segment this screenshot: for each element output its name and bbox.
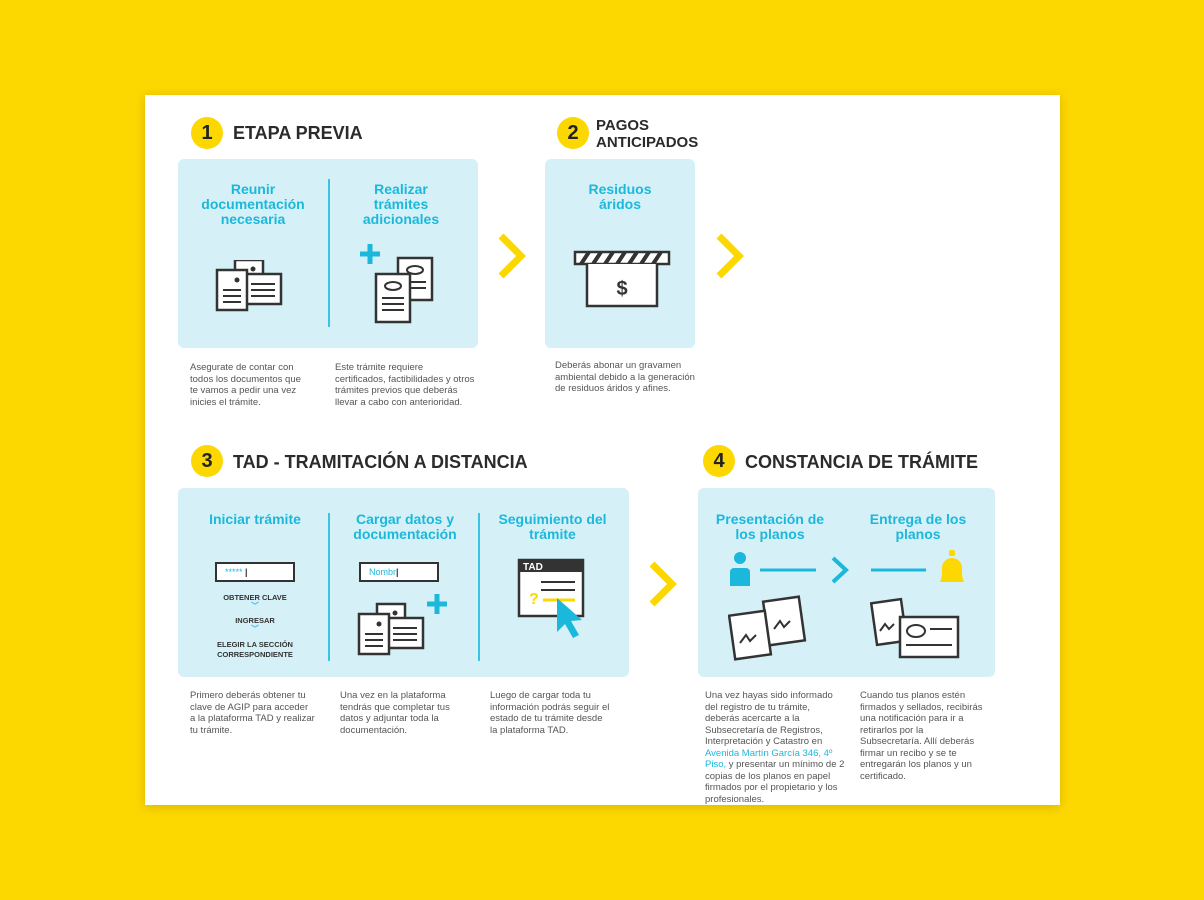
name-value: Nombr: [369, 567, 397, 577]
bell-icon: [940, 558, 964, 582]
substep-obtener-clave: OBTENER CLAVE: [223, 593, 287, 602]
upload-documents-icon: [357, 594, 447, 656]
description-text: Una vez hayas sido informado del registr…: [705, 690, 833, 747]
step-description: Asegurate de contar con todos los docume…: [190, 362, 301, 408]
section-title-constancia: CONSTANCIA DE TRÁMITE: [745, 452, 978, 472]
divider: [328, 179, 330, 327]
password-value: *****: [225, 567, 243, 577]
step-description: Una vez hayas sido informado del registr…: [705, 690, 845, 805]
chevron-right-icon: [497, 232, 529, 282]
chevron-down-icon: ﹀: [251, 624, 259, 633]
substep-elegir-seccion: ELEGIR LA SECCIÓN CORRESPONDIENTE: [217, 640, 293, 659]
tad-window-label: TAD: [523, 562, 543, 573]
divider: [478, 513, 480, 661]
additional-documents-icon: [360, 244, 434, 324]
tracking-window-icon: TAD ?: [517, 558, 585, 638]
chevron-down-icon: ﹀: [251, 601, 259, 610]
svg-text:?: ?: [529, 591, 539, 608]
step-heading: Residuos áridos: [588, 181, 652, 212]
infographic-card: 1 ETAPA PREVIA Reunir documentación nece…: [145, 95, 1060, 805]
step-heading: Presentación de los planos: [715, 511, 825, 542]
step-heading: Cargar datos y documentación: [353, 511, 457, 542]
step-description: Deberás abonar un gravamen ambiental deb…: [555, 360, 695, 394]
divider: [328, 513, 330, 661]
documents-icon: [215, 260, 283, 312]
section-title-pagos-anticipados: PAGOS ANTICIPADOS: [596, 117, 699, 151]
step-description: Luego de cargar toda tu información podr…: [490, 690, 610, 736]
person-icon: [734, 552, 746, 564]
step-heading: Iniciar trámite: [209, 511, 301, 527]
step-heading: Realizar trámites adicionales: [362, 181, 440, 227]
name-field: Nombr|: [359, 562, 439, 582]
address-link[interactable]: Avenida Martín García 346, 4º Piso,: [705, 747, 833, 771]
chevron-right-icon: [715, 232, 747, 282]
password-field: ***** |: [215, 562, 295, 582]
signed-plans-icon: [728, 595, 807, 661]
step-heading: Reunir documentación necesaria: [201, 181, 305, 227]
step-heading: Entrega de los planos: [869, 511, 967, 542]
chevron-right-icon: [648, 560, 680, 610]
step-description: Cuando tus planos estén firmados y sella…: [860, 690, 983, 782]
step-description: Primero deberás obtener tu clave de AGIP…: [190, 690, 315, 736]
delivery-flow-icons: [730, 550, 964, 586]
section-title-etapa-previa: ETAPA PREVIA: [233, 123, 363, 143]
svg-text:$: $: [616, 278, 627, 300]
description-text: y presentar un mínimo de 2 copias de los…: [705, 759, 845, 805]
step-description: Una vez en la plataforma tendrás que com…: [340, 690, 450, 736]
substep-ingresar: INGRESAR: [235, 616, 275, 625]
section-title-tad: TAD - TRAMITACIÓN A DISTANCIA: [233, 452, 528, 472]
step-number-4: 4: [703, 445, 735, 477]
step-number-2: 2: [557, 117, 589, 149]
step-description: Este trámite requiere certificados, fact…: [335, 362, 475, 408]
payment-container-icon: $: [573, 250, 671, 308]
chevron-right-icon: [831, 556, 849, 584]
step-heading: Seguimiento del trámite: [498, 511, 607, 542]
step-number-3: 3: [191, 445, 223, 477]
step-number-1: 1: [191, 117, 223, 149]
plans-certificate-icon: [870, 597, 960, 659]
